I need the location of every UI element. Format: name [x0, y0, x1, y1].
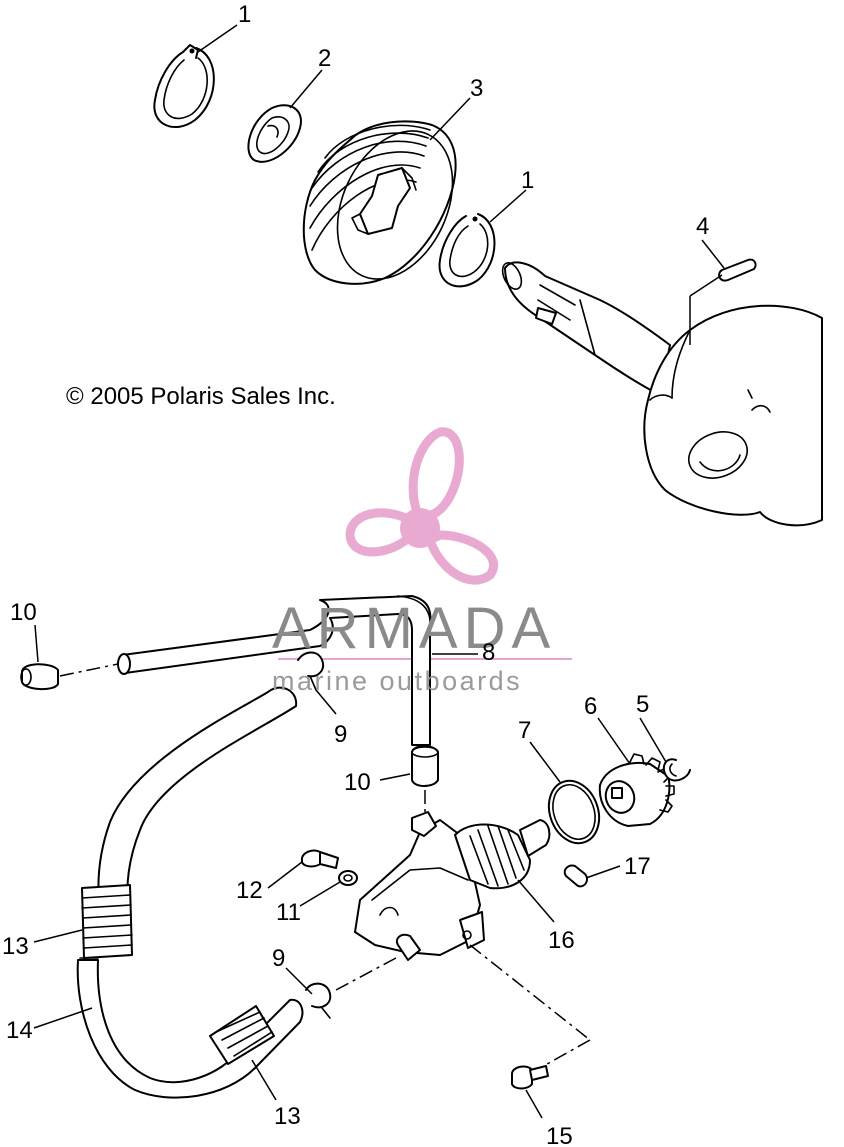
leader-lines — [33, 24, 725, 1119]
callout-9-lower: 9 — [272, 945, 285, 972]
callout-12: 12 — [236, 877, 263, 904]
callout-6: 6 — [584, 693, 597, 720]
plug-middle — [411, 745, 439, 787]
propeller-hub — [400, 508, 440, 548]
callout-9-upper: 9 — [334, 721, 347, 748]
propeller-blade-top — [408, 427, 464, 521]
plug-left — [20, 663, 119, 690]
callout-15: 15 — [546, 1123, 573, 1147]
callout-10-left: 10 — [10, 599, 37, 626]
callout-4: 4 — [696, 213, 709, 240]
copyright-text: © 2005 Polaris Sales Inc. — [66, 383, 336, 410]
armada-logo-mark — [345, 427, 498, 585]
pulley — [302, 120, 457, 285]
hose-clamp-coil-lower — [209, 1005, 275, 1065]
washer — [338, 870, 358, 886]
callout-10-middle: 10 — [344, 769, 371, 796]
snap-ring-lower — [438, 213, 496, 288]
oil-line-upper — [117, 595, 432, 746]
callout-8: 8 — [482, 639, 495, 666]
callout-16: 16 — [548, 927, 575, 954]
snap-ring-top — [153, 44, 215, 129]
hose-clamp-coil-upper — [81, 884, 133, 959]
callout-1-top: 1 — [238, 1, 251, 28]
pump-bolt — [301, 849, 339, 869]
crankshaft-housing — [501, 261, 823, 527]
propeller-blade-right — [424, 530, 498, 585]
callout-14: 14 — [6, 1017, 33, 1044]
assembly-line-clamp — [335, 957, 397, 991]
callout-7: 7 — [518, 717, 531, 744]
callout-1-lower: 1 — [521, 167, 534, 194]
callout-13-upper: 13 — [2, 933, 29, 960]
callout-labels: 1 2 3 1 4 10 8 5 6 7 9 10 17 12 11 16 13… — [2, 1, 709, 1147]
callout-13-lower: 13 — [274, 1103, 301, 1130]
seal-ring — [247, 104, 302, 163]
o-ring — [547, 779, 601, 845]
hose-clamp-upper — [297, 651, 324, 691]
callout-17: 17 — [624, 853, 651, 880]
callout-5: 5 — [636, 691, 649, 718]
watermark-tagline: marine outboards — [272, 666, 522, 696]
propeller-blade-left — [345, 508, 417, 557]
assembly-line-screw-2 — [539, 1039, 591, 1069]
key-pin — [689, 258, 757, 345]
callout-3: 3 — [470, 75, 483, 102]
e-clip — [662, 758, 691, 782]
mounting-screw — [511, 1065, 549, 1090]
drive-pin — [563, 864, 588, 888]
callout-2: 2 — [318, 45, 331, 72]
assembly-line-screw — [469, 944, 591, 1041]
hose-clamp-lower — [305, 982, 332, 1019]
oil-pump-body — [354, 811, 551, 961]
drive-gear — [598, 753, 675, 827]
callout-11: 11 — [276, 899, 301, 926]
watermark-brand: ARMADA — [272, 596, 556, 661]
